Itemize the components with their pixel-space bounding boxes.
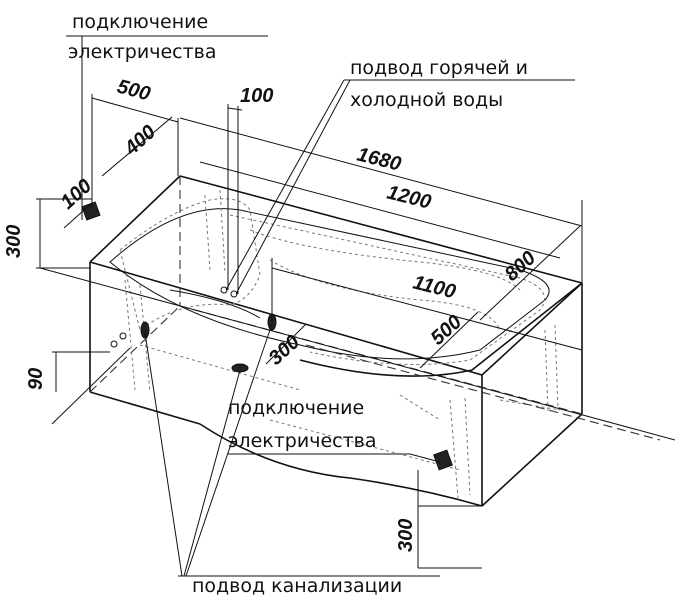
label-sewer: подвод канализации (192, 575, 402, 597)
label-water-2: холодной воды (350, 89, 503, 111)
drain-left-icon (140, 321, 150, 339)
dim-300-bottom: 300 (395, 519, 417, 552)
dim-400: 400 (120, 121, 160, 160)
leader-lines (66, 35, 575, 577)
dim-100-top: 100 (240, 85, 273, 107)
label-water-1: подвод горячей и (350, 57, 528, 79)
water-inlet-cold-icon (230, 290, 238, 298)
dim-1100: 1100 (411, 272, 458, 304)
water-inlet-hot-icon (220, 286, 228, 294)
dim-1200: 1200 (385, 182, 434, 214)
bathtub-outline (89, 175, 583, 507)
dim-90: 90 (25, 368, 47, 390)
dim-300-center: 300 (265, 331, 305, 370)
label-electric-top-2: электричества (68, 41, 216, 63)
dimension-lines (36, 94, 675, 569)
label-electric-top-1: подключение (72, 11, 208, 33)
text-labels: подключение электричества подвод горячей… (68, 11, 528, 597)
pipe-left-a-icon (110, 340, 118, 348)
electric-socket-right-icon (433, 449, 453, 471)
dim-500-right: 500 (427, 311, 467, 350)
fixtures (81, 201, 453, 471)
dim-500-top: 500 (115, 76, 153, 106)
electric-socket-left-icon (81, 201, 101, 221)
pipe-left-b-icon (119, 332, 127, 340)
dim-800: 800 (501, 247, 541, 286)
drain-center-icon (231, 363, 249, 373)
label-electric-mid-1: подключение (228, 397, 364, 419)
dim-300-left: 300 (3, 225, 25, 258)
label-electric-mid-2: электричества (228, 430, 376, 452)
dim-1680: 1680 (355, 144, 404, 176)
